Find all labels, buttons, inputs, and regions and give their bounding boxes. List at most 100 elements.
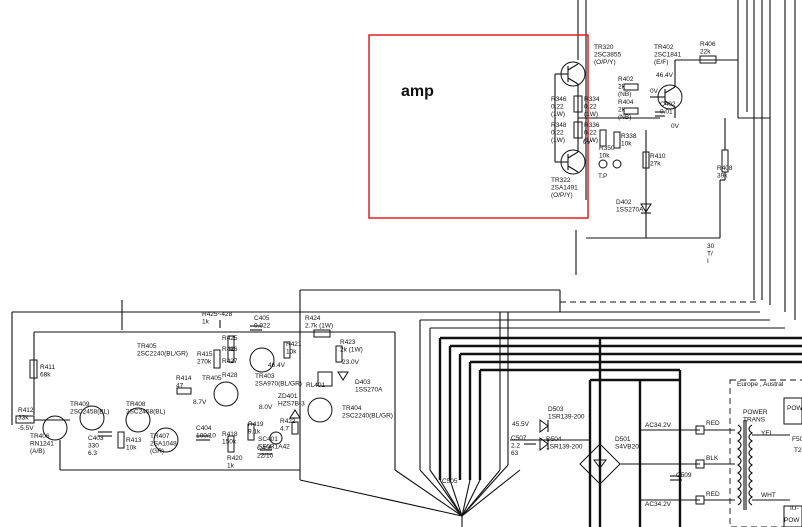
label-tr320-line-0: TR320 bbox=[594, 44, 614, 51]
label-r411-line-1: 68k bbox=[40, 372, 51, 379]
label-r406-line-1: 22k bbox=[700, 49, 711, 56]
label-tr406-line-2: (A/B) bbox=[30, 448, 45, 455]
label-v0a: 0V bbox=[650, 88, 659, 95]
label-tr404-line-1: 2SC2240(BL/GR) bbox=[342, 413, 393, 420]
label-red2: RED bbox=[706, 491, 720, 498]
label-r338-line-1: 10k bbox=[621, 141, 632, 148]
label-d501-line-1: S4VB20 bbox=[615, 444, 639, 451]
label-r412-line-1: 33k bbox=[18, 415, 29, 422]
label-r422-line-1: 4.7 bbox=[280, 426, 289, 433]
label-tr405-line-0: TR405 bbox=[137, 343, 157, 350]
label-d501-line-0: D501 bbox=[615, 436, 631, 443]
label-ac2: AC34.2V bbox=[645, 501, 672, 508]
label-c405-line-0: C405 bbox=[254, 315, 270, 322]
label-r346-line-2: (1W) bbox=[551, 111, 565, 118]
label-r413-line-1: 10k bbox=[126, 445, 137, 452]
label-r423-line-1: 2k (1W) bbox=[340, 347, 363, 354]
label-r402-line-2: (NB) bbox=[618, 91, 631, 98]
label-v0c: 0V bbox=[583, 139, 592, 146]
label-d403-line-1: 1SS270A bbox=[355, 387, 383, 394]
label-c507-line-0: C507 bbox=[511, 435, 527, 442]
label-c403-line-1: 330 bbox=[88, 443, 99, 450]
label-r346-line-0: R346 bbox=[551, 96, 567, 103]
label-c402-line-0: C402 bbox=[660, 101, 676, 108]
label-blk: BLK bbox=[706, 455, 719, 462]
label-yel: YEL bbox=[761, 430, 774, 437]
label-r346-line-1: 0.22 bbox=[551, 104, 564, 111]
label-r420-line-1: 1k bbox=[227, 463, 235, 470]
label-f50: F50 bbox=[792, 436, 802, 443]
label-r406-line-0: R406 bbox=[700, 41, 716, 48]
label-c403-line-0: C403 bbox=[88, 435, 104, 442]
label-r338-line-0: R338 bbox=[621, 133, 637, 140]
label-d503-line-1: 1SR139-200 bbox=[548, 414, 585, 421]
label-tr403-line-0: TR403 bbox=[255, 373, 275, 380]
label-tr409-line-1: 2SC2458(BL) bbox=[70, 409, 109, 416]
label-r411-line-0: R411 bbox=[40, 364, 55, 371]
label-r402-line-1: 2k bbox=[618, 84, 626, 91]
label-zd401-line-0: ZD401 bbox=[278, 393, 298, 400]
label-d402-line-1: 1SS270A bbox=[616, 207, 644, 214]
label-r415-line-1: 270k bbox=[197, 359, 212, 366]
label-v30-line-1: T/ bbox=[707, 251, 713, 258]
label-v80: 8.0V bbox=[259, 404, 273, 411]
label-tr406-line-1: RN1241 bbox=[30, 441, 54, 448]
label-r422-line-0: R422 bbox=[280, 418, 296, 425]
label-r421-line-0: R421 bbox=[286, 341, 302, 348]
label-c403-line-2: 6.3 bbox=[88, 450, 97, 457]
label-c404-line-0: C404 bbox=[196, 425, 212, 432]
label-tr406-line-0: TR406 bbox=[30, 433, 50, 440]
label-r424-line-1: 2.7k (1W) bbox=[305, 323, 333, 330]
label-tr402-line-0: TR402 bbox=[654, 44, 674, 51]
label-tr405-line-1: 2SC2240(BL/GR) bbox=[137, 351, 188, 358]
bottom-left-section bbox=[15, 325, 349, 471]
label-powr: POW bbox=[787, 405, 802, 412]
label-r428: R428 bbox=[222, 372, 238, 379]
label-tr403-line-1: 2SA970(BL/GR) bbox=[255, 381, 302, 388]
label-r412-line-0: R412 bbox=[18, 407, 34, 414]
label-t2: T2 bbox=[794, 447, 802, 454]
label-tr404-line-0: TR404 bbox=[342, 405, 362, 412]
label-wht: WHT bbox=[761, 492, 776, 499]
label-r336-line-2: (1W) bbox=[584, 137, 598, 144]
label-r426: R426 bbox=[222, 346, 238, 353]
label-c405-line-1: 0.022 bbox=[254, 323, 271, 330]
label-r402-line-0: R402 bbox=[618, 76, 634, 83]
label-v30-line-2: I bbox=[707, 258, 709, 265]
label-r427: R427 bbox=[222, 358, 238, 365]
label-c509: C509 bbox=[676, 472, 692, 479]
label-r410-line-1: 27k bbox=[650, 161, 661, 168]
label-c505: C505 bbox=[442, 478, 458, 485]
label-r413-line-0: R413 bbox=[126, 437, 142, 444]
label-r408-line-1: 39k bbox=[717, 173, 728, 180]
label-r421-line-1: 10k bbox=[286, 349, 297, 356]
label-r348-line-1: 0.22 bbox=[551, 130, 564, 137]
label-tr322-line-2: (O/P/Y) bbox=[551, 192, 573, 199]
label-c507-line-1: 2.2 bbox=[511, 443, 520, 450]
label-tr322-line-0: TR322 bbox=[551, 177, 571, 184]
label-tr408-line-0: TR408 bbox=[126, 401, 146, 408]
label-r404-line-2: (NB) bbox=[618, 114, 631, 121]
label-r350-line-0: R350 bbox=[599, 145, 615, 152]
label-vneg: -5.5V bbox=[18, 425, 34, 432]
label-zd401-line-1: HZS7B-3 bbox=[278, 401, 305, 408]
label-d504-line-0: D504 bbox=[546, 436, 562, 443]
label-v0b: 0V bbox=[671, 123, 680, 130]
label-r334-line-2: (1W) bbox=[584, 111, 598, 118]
label-r425-line-1: 1k bbox=[202, 319, 210, 326]
label-tr409-line-0: TR409 bbox=[70, 401, 90, 408]
label-c406-line-1: 22/10 bbox=[257, 453, 274, 460]
label-red1: RED bbox=[706, 420, 720, 427]
thick-wire-bundle bbox=[438, 336, 802, 527]
label-c402-line-1: 0.01 bbox=[660, 109, 673, 116]
label-r420-line-0: R420 bbox=[227, 455, 243, 462]
amp-section bbox=[554, 55, 738, 238]
label-power-line-1: TRANS bbox=[743, 417, 766, 424]
amp-annotation: amp bbox=[401, 83, 434, 100]
label-tr407-line-1: 2SA1048 bbox=[150, 441, 177, 448]
label-tr402-line-1: 2SC1841 bbox=[654, 52, 681, 59]
label-r424-line-0: R424 bbox=[305, 315, 321, 322]
label-r425-line-0: R425~428 bbox=[202, 311, 233, 318]
label-r410-line-0: R410 bbox=[650, 153, 666, 160]
label-r418-line-1: 150k bbox=[222, 439, 237, 446]
